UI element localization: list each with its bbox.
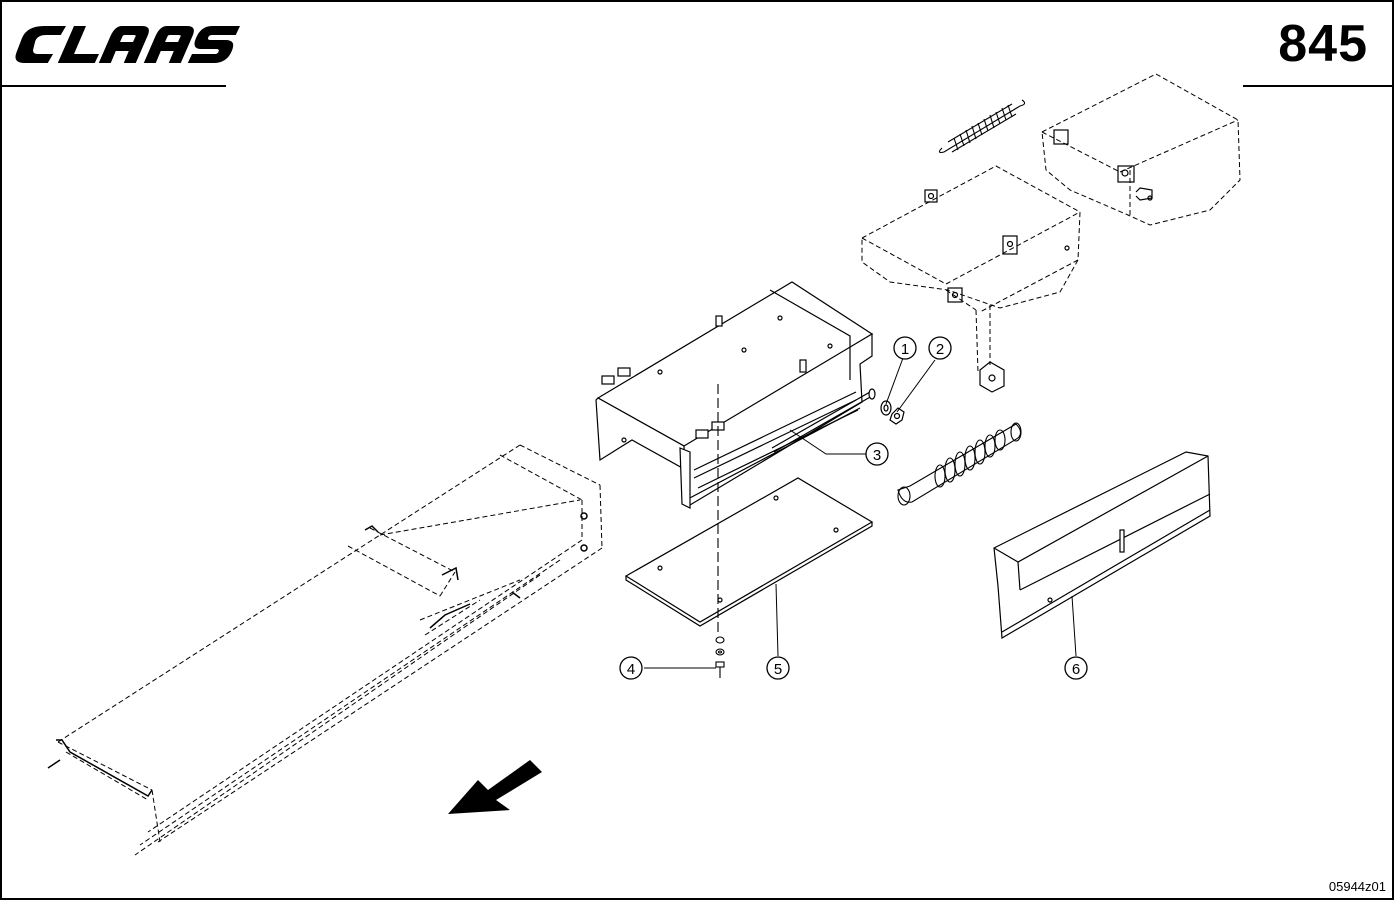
rod [771,388,876,453]
callout-4: 4 [619,656,643,680]
tension-spring [938,99,1026,154]
svg-text:1: 1 [901,341,909,358]
dashed-chute [57,444,603,856]
svg-text:4: 4 [627,661,635,678]
svg-text:3: 3 [873,447,881,464]
svg-text:6: 6 [1072,661,1080,678]
leader-lines [644,357,1077,669]
cover-profile [993,451,1211,640]
chute-solid-edges [47,512,588,797]
callout-6: 6 [1064,656,1088,680]
claas-logo [15,26,240,63]
callout-2: 2 [928,336,952,360]
drawing-code: 05944z01 [1328,879,1386,894]
callout-1: 1 [893,336,917,360]
compression-spring [897,422,1022,506]
svg-text:2: 2 [936,341,944,358]
washer-and-nut [880,400,905,425]
main-housing [595,281,874,509]
svg-text:5: 5 [774,661,782,678]
dashed-upper-housing [861,73,1241,373]
page-number: 845 [1278,15,1368,73]
bolt-stack [715,384,725,678]
callout-3: 3 [865,442,889,466]
direction-arrow [448,760,542,814]
housing-brackets [924,129,1153,393]
callout-5: 5 [766,656,790,680]
bottom-plate [624,477,874,627]
